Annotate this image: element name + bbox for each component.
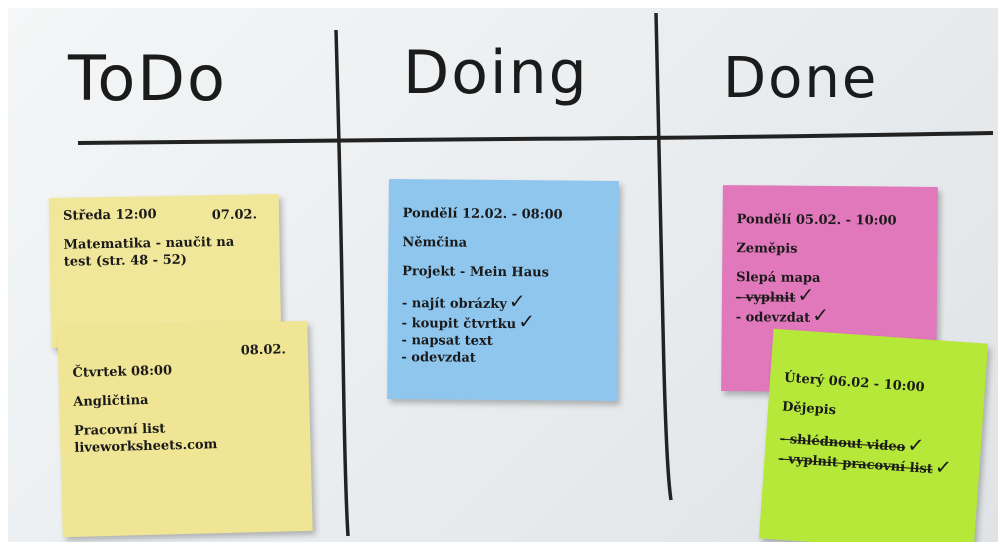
checkmark-icon: ✓ xyxy=(906,432,926,458)
note-task: - napsat text xyxy=(401,333,493,349)
column-divider-right xyxy=(654,12,673,501)
column-title-done: Done xyxy=(723,46,879,111)
checkmark-icon: ✓ xyxy=(934,454,953,480)
note-text-line: test (str. 48 - 52) xyxy=(63,252,188,270)
note-date: 08.02. xyxy=(240,342,287,359)
note-date: 07.02. xyxy=(211,207,258,224)
note-subject: Angličtina xyxy=(73,392,149,410)
board-lines xyxy=(77,12,994,537)
note-subject: Němčina xyxy=(402,235,468,251)
checkmark-icon: ✓ xyxy=(518,309,536,334)
column-title-todo: ToDo xyxy=(68,42,227,115)
note-project: Projekt - Mein Haus xyxy=(402,264,550,281)
checkmark-icon: ✓ xyxy=(812,302,830,327)
note-task: - koupit čtvrtku✓ xyxy=(401,309,536,334)
note-task: - najít obrázky✓ xyxy=(401,289,526,314)
whiteboard: ToDo Doing Done 07.02. Středa 12:00 Mate… xyxy=(8,8,998,542)
note-time: Čtvrtek 08:00 xyxy=(72,363,173,381)
note-time: Pondělí 12.02. - 08:00 xyxy=(402,206,563,223)
note-subject: Dějepis xyxy=(781,399,837,419)
sticky-note-done-history[interactable]: Úterý 06.02 - 10:00 Dějepis - shlédnout … xyxy=(758,328,989,542)
note-time: Pondělí 05.02. - 10:00 xyxy=(736,212,897,229)
note-time: Úterý 06.02 - 10:00 xyxy=(783,370,926,396)
note-task: - vyplnit✓ xyxy=(735,282,815,307)
column-title-doing: Doing xyxy=(403,38,589,108)
sticky-note-todo-english[interactable]: 08.02. Čtvrtek 08:00 Angličtina Pracovní… xyxy=(57,320,313,538)
note-subject: Zeměpis xyxy=(736,241,798,257)
sticky-note-doing-german[interactable]: Pondělí 12.02. - 08:00 Němčina Projekt -… xyxy=(387,179,619,401)
header-divider-line xyxy=(77,131,994,145)
note-task: - odevzdat xyxy=(401,350,476,366)
note-heading: Slepá mapa xyxy=(736,270,821,286)
note-task: - odevzdat✓ xyxy=(735,302,830,327)
column-divider-left xyxy=(334,29,350,537)
